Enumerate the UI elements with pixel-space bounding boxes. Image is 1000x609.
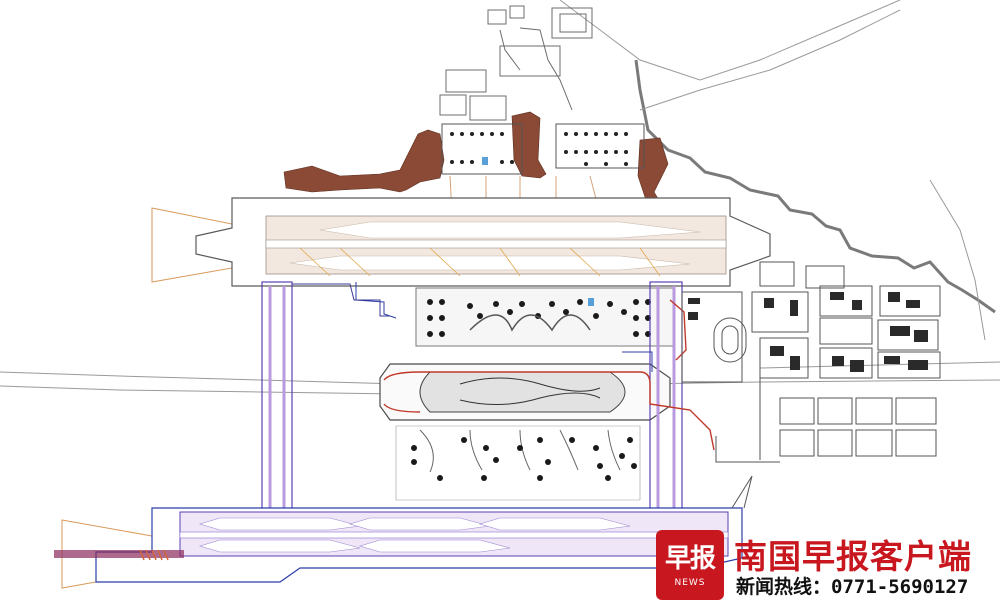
north-service-roads <box>449 175 601 215</box>
brand-name: 南国早报客户端 <box>734 537 972 576</box>
north-stand-left <box>441 123 523 175</box>
hotline: 新闻热线：0771-5690127 <box>736 572 968 599</box>
east-facility-grid <box>681 261 941 463</box>
news-watermark: 早报 NEWS 南国早报客户端 新闻热线：0771-5690127 <box>652 528 998 606</box>
north-facility-blocks <box>439 5 593 121</box>
red-route <box>383 299 715 451</box>
hotline-number: 0771-5690127 <box>831 576 969 598</box>
south-runway <box>54 475 753 583</box>
river-line <box>634 59 996 314</box>
central-terminal <box>379 363 671 421</box>
south-piers <box>395 425 641 501</box>
logo-subtext: NEWS <box>674 578 706 588</box>
east-facility-fill <box>688 292 928 372</box>
logo-text: 早报 <box>664 544 716 574</box>
hotline-label: 新闻热线： <box>736 576 832 598</box>
blue-route <box>355 282 653 372</box>
north-stand-right <box>555 123 645 169</box>
newspaper-logo: 早报 NEWS <box>656 530 724 600</box>
north-aprons <box>283 111 669 203</box>
central-apron <box>415 287 675 347</box>
west-boundary <box>292 283 390 317</box>
north-runway <box>195 197 771 287</box>
